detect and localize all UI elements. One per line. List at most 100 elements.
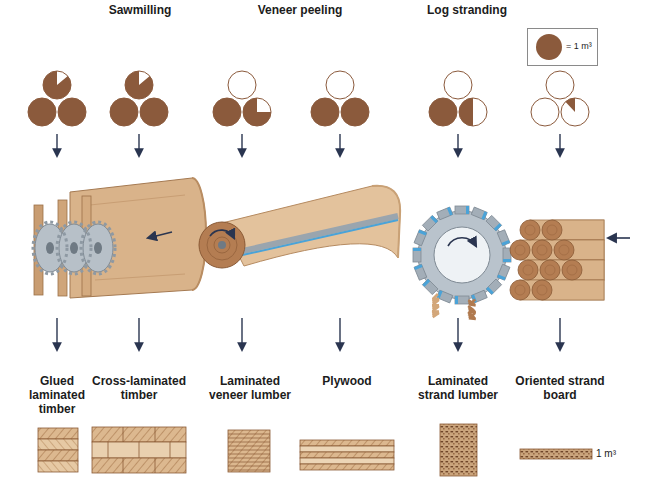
log-body [530,220,604,240]
cutter-blade [414,264,423,270]
veneer-layer [228,458,270,459]
cutter-teeth-part [414,264,427,280]
strand [432,311,439,315]
cutter-tooth [497,230,510,246]
volume-circle [140,98,168,126]
veneer-lathe-illustration-part [222,186,400,266]
log-ring [525,225,535,235]
volume-circles [28,71,589,126]
plywood-section-part [300,458,394,464]
veneer-lathe-illustration-part [238,216,398,252]
volume-circle [213,98,241,126]
flow-arrow [559,318,560,350]
strand [432,293,439,300]
cutter-blade [497,274,506,280]
product-name: Laminated strand lumber [410,374,506,402]
log-ring [515,285,525,295]
volume-circle [459,98,487,126]
lsl-section [440,424,477,476]
cutter-tooth [497,264,510,280]
process-heading: Log stranding [427,3,507,17]
clt-section-part [92,427,186,442]
strander-illustration [413,206,630,320]
product-name: Glued laminated timber [23,374,91,416]
volume-circle [58,98,86,126]
sawmill-illustration-part [95,274,185,280]
plywood-section [300,440,394,470]
cutter-tooth [414,264,427,280]
log-end [532,240,552,260]
sawmill-illustration [33,178,206,298]
strand [432,310,439,313]
veneer-lathe-illustration-part [199,222,245,268]
veneer-layer [228,446,270,447]
clt-section-part [123,458,124,473]
cutter-blade [447,207,453,216]
volume-circle [243,98,271,126]
process-heading: Veneer peeling [258,3,343,17]
product-name: Laminated veneer lumber [202,374,298,402]
sawmill-illustration-part-part [46,242,54,254]
cutter-blade [455,296,458,304]
cutter-tooth [471,207,487,220]
log-ring [537,245,547,255]
volume-circle [531,98,559,126]
cutter-teeth-part [414,230,427,246]
clt-section [92,427,186,473]
legend-text: = 1 m³ [566,40,592,52]
cutter-blade [422,279,430,287]
cutter-tooth [455,206,469,214]
log-ring [547,225,557,235]
log-ring [523,265,533,275]
volume-circle [110,98,138,126]
veneer-lathe-illustration-part [238,220,398,256]
cutter-blade [430,215,438,223]
cutter-teeth-part [455,206,469,214]
sawmill-illustration-part-part [81,222,115,274]
strander-illustration-part [434,227,490,283]
glulam-section-part [38,439,78,450]
cutter-tooth [422,215,438,231]
product-name: Cross-laminated timber [84,374,194,402]
flow-arrow [241,318,242,350]
volume-circle [28,98,56,126]
cutter-tooth [437,290,453,303]
log-end [532,280,552,300]
veneer-lathe-illustration-part [210,230,234,238]
clt-section-part [108,442,109,458]
cutter-teeth-part [497,264,510,280]
clt-section-part [139,442,140,458]
cutter-teeth-part [413,248,421,262]
plywood-section-part [300,464,394,470]
flow-arrow [138,318,139,350]
veneer-lathe-illustration-part [218,241,226,249]
cutter-tooth [422,279,438,295]
legend-box: = 1 m³ [527,28,598,66]
log-end [562,260,582,280]
cutter-teeth [413,206,511,304]
veneer-lathe-illustration-part [214,237,230,253]
strand [467,305,474,311]
log-end [510,240,530,260]
strand [432,298,439,303]
log-end [540,260,560,280]
veneer-lathe-illustration-part [207,230,237,260]
cutter-tooth [486,279,502,295]
cutter-blade [481,211,487,220]
cutter-blade [486,287,494,295]
strand [432,297,439,300]
volume-circle [546,71,574,99]
cutter-teeth-part [437,290,453,303]
volume-circle [125,71,153,99]
veneer-layer [228,450,270,451]
cutter-teeth-part [486,215,502,231]
log-ring [515,245,525,255]
log-body [520,280,604,300]
cutter-tooth [414,230,427,246]
volume-fraction [243,98,271,126]
volume-circle [341,98,369,126]
strander-illustration-part [608,237,630,239]
cutter-blade [418,230,427,236]
volume-circle [326,71,354,99]
cutter-blade [494,223,502,231]
